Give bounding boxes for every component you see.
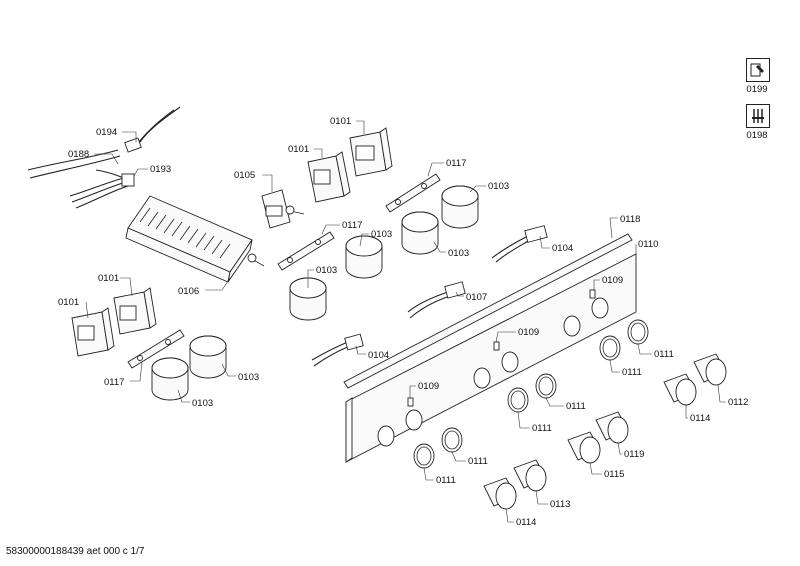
label-0109-c: 0109	[418, 381, 439, 392]
document-footer: 58300000188439 aet 000 c 1/7	[6, 546, 145, 557]
label-0113: 0113	[550, 499, 570, 510]
label-0107: 0107	[466, 292, 487, 303]
part-labels: 0194 0188 0193 0106 0101 0101 0101 0101 …	[58, 116, 748, 528]
panel-knob-holes	[377, 297, 609, 447]
label-0111-c: 0111	[566, 401, 586, 412]
knob-0114-left	[483, 477, 517, 510]
label-0117-b: 0117	[342, 220, 362, 231]
screwdriver-icon	[752, 109, 764, 123]
label-0101-b: 0101	[330, 116, 351, 127]
label-0104-a: 0104	[552, 243, 573, 254]
energy-regulator-upper-2	[349, 127, 393, 177]
knob-0113	[513, 459, 547, 492]
label-0114-left: 0114	[516, 517, 536, 528]
wire-harness-group	[27, 106, 181, 209]
mounting-strip-0117-a	[385, 173, 441, 213]
label-0194: 0194	[96, 127, 117, 138]
label-0101-a: 0101	[288, 144, 309, 155]
bezel-0111-6	[413, 443, 435, 469]
sleeve-0103-6	[151, 357, 189, 401]
label-0117-c: 0117	[104, 377, 124, 388]
label-0111-d: 0111	[532, 423, 552, 434]
label-0109-b: 0109	[518, 327, 539, 338]
sleeve-0103-2	[401, 211, 439, 255]
label-0188: 0188	[68, 149, 89, 160]
control-panel-0110	[345, 253, 637, 463]
tools-icon[interactable]	[746, 104, 770, 128]
energy-regulator-left-2	[113, 287, 157, 335]
switch-unit-0107	[407, 281, 466, 319]
sleeve-0103-5	[189, 335, 227, 379]
label-0105: 0105	[234, 170, 255, 181]
label-0103-c: 0103	[371, 229, 392, 240]
label-0119: 0119	[624, 449, 644, 460]
sleeve-0103-3	[345, 235, 383, 279]
label-0114-right: 0114	[690, 413, 710, 424]
trim-strip-0118	[343, 233, 633, 389]
label-0111-f: 0111	[436, 475, 456, 486]
label-0101-c: 0101	[98, 273, 119, 284]
label-0106: 0106	[178, 286, 199, 297]
service-label: 0199	[746, 84, 768, 95]
label-0103-f: 0103	[192, 398, 213, 409]
sleeve-0103-1	[441, 185, 479, 229]
label-0104-b: 0104	[368, 350, 389, 361]
label-0117-a: 0117	[446, 158, 466, 169]
label-0111-b: 0111	[622, 367, 642, 378]
label-0111-a: 0111	[654, 349, 674, 360]
mounting-strip-0117-b	[277, 231, 335, 271]
label-0115: 0115	[604, 469, 624, 480]
signal-lamp-0104-b	[311, 333, 364, 367]
label-0103-a: 0103	[488, 181, 509, 192]
bezel-0111-2	[599, 335, 621, 361]
bezel-0111-1	[627, 319, 649, 345]
bezel-0111-3	[535, 373, 557, 399]
label-0101-d: 0101	[58, 297, 79, 308]
bezel-0111-5	[441, 427, 463, 453]
signal-lamp-0104-a	[491, 225, 548, 263]
label-0111-e: 0111	[468, 456, 488, 467]
knob-0112	[693, 353, 727, 386]
knob-0115	[567, 431, 601, 464]
wrench-book-icon	[750, 63, 764, 77]
label-0109-a: 0109	[602, 275, 623, 286]
label-0110: 0110	[638, 239, 658, 250]
label-0103-b: 0103	[448, 248, 469, 259]
energy-regulator-left-1	[71, 307, 115, 357]
switch-0105	[261, 189, 305, 229]
leader-lines	[85, 120, 726, 523]
label-0103-e: 0103	[238, 372, 259, 383]
switch-bar-0106	[125, 195, 265, 283]
label-0118: 0118	[620, 214, 640, 225]
label-0103-d: 0103	[316, 265, 337, 276]
label-0193: 0193	[150, 164, 171, 175]
tools-label: 0198	[746, 130, 768, 141]
label-0112: 0112	[728, 397, 748, 408]
service-manual-icon[interactable]	[746, 58, 770, 82]
knob-0114-right	[663, 373, 697, 406]
energy-regulator-upper-1	[307, 151, 351, 203]
mounting-strip-0117-c	[127, 329, 185, 369]
knob-0119	[595, 411, 629, 444]
bezel-0111-4	[507, 387, 529, 413]
